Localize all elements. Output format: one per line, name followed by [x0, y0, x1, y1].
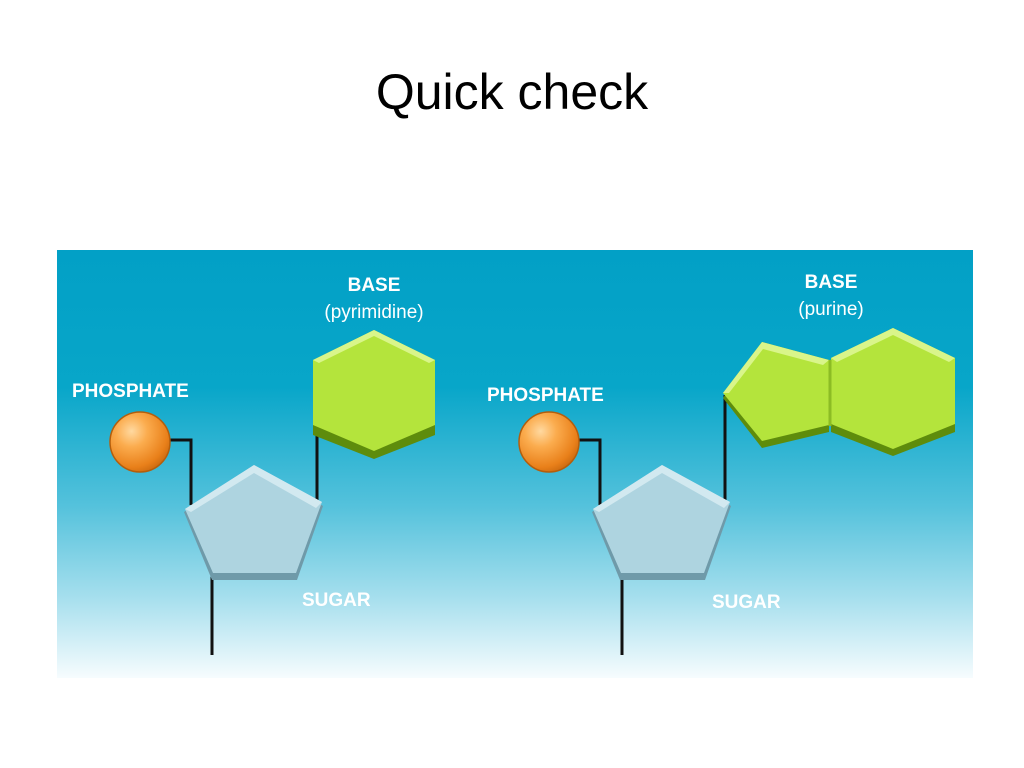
phosphate-sugar-bond	[162, 438, 193, 505]
diagram-background	[57, 250, 973, 678]
sugar-pentagon	[184, 465, 323, 580]
pyrimidine-nucleotide: PHOSPHATE BASE (pyrimidine) SUGAR	[72, 275, 435, 655]
sugar-pentagon	[592, 465, 731, 580]
base-type-label: (purine)	[798, 299, 863, 320]
phosphate-label: PHOSPHATE	[487, 385, 604, 406]
purine-nucleotide: PHOSPHATE BASE (purine) SUGAR	[487, 272, 955, 655]
sugar-label: SUGAR	[302, 590, 371, 611]
base-label: BASE	[805, 272, 858, 293]
purine-five-ring	[723, 342, 829, 441]
pyrimidine-base-hexagon	[313, 330, 435, 459]
base-type-label: (pyrimidine)	[324, 302, 423, 323]
slide-title: Quick check	[375, 64, 649, 120]
phosphate-label: PHOSPHATE	[72, 381, 189, 402]
nucleotide-diagram-svg: PHOSPHATE BASE (pyrimidine) SUGAR	[57, 250, 973, 678]
phosphate-sugar-bond	[577, 438, 602, 505]
nucleotide-diagram: PHOSPHATE BASE (pyrimidine) SUGAR	[57, 250, 973, 678]
sugar-label: SUGAR	[712, 592, 781, 613]
base-label: BASE	[348, 275, 401, 296]
phosphate-group	[518, 411, 580, 473]
phosphate-group	[109, 411, 171, 473]
purine-base-rings	[723, 328, 955, 456]
purine-six-ring	[831, 328, 955, 449]
